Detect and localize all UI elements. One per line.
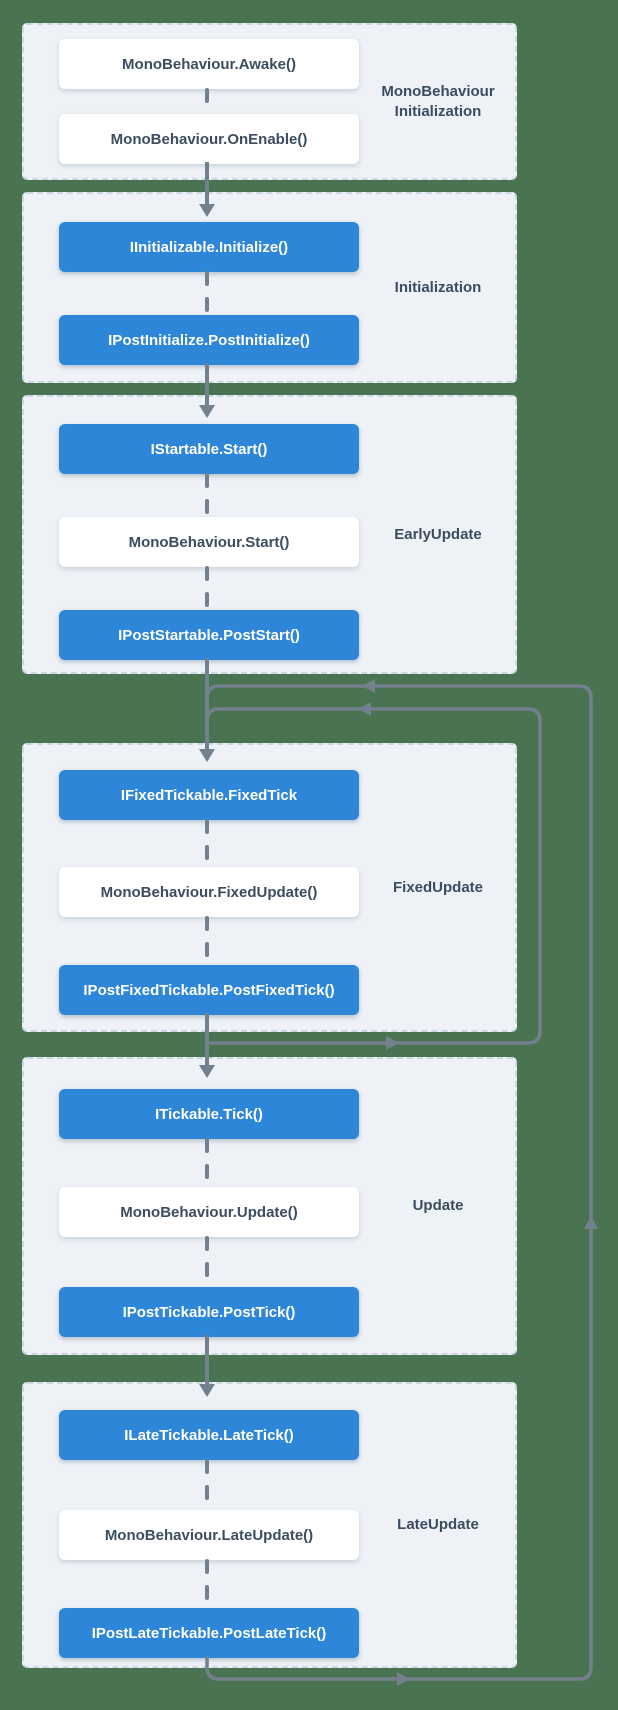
node-label: MonoBehaviour.LateUpdate() bbox=[104, 1526, 314, 1544]
node-ilatetickable-latetick: ILateTickable.LateTick() bbox=[59, 1410, 359, 1460]
section-label-lateupdate: LateUpdate bbox=[397, 1516, 479, 1533]
node-label: MonoBehaviour.Start() bbox=[128, 533, 290, 551]
node-monobehaviour-update: MonoBehaviour.Update() bbox=[59, 1187, 359, 1237]
node-label: IFixedTickable.FixedTick bbox=[120, 786, 298, 804]
node-label: ITickable.Tick() bbox=[155, 1105, 263, 1123]
node-label: MonoBehaviour.Update() bbox=[120, 1203, 298, 1221]
section-initialization: IInitializable.Initialize() IPostInitial… bbox=[22, 192, 517, 383]
node-label: IPostLateTickable.PostLateTick() bbox=[91, 1624, 327, 1642]
section-earlyupdate: IStartable.Start() MonoBehaviour.Start()… bbox=[22, 395, 517, 674]
node-label: IStartable.Start() bbox=[150, 440, 268, 458]
arrowhead-left-frameloop-return bbox=[362, 679, 375, 693]
node-label: IPostStartable.PostStart() bbox=[118, 626, 300, 644]
node-ipostfixedtickable-postfixedtick: IPostFixedTickable.PostFixedTick() bbox=[59, 965, 359, 1015]
node-label: MonoBehaviour.Awake() bbox=[122, 55, 296, 73]
arrowhead-left-fixedloop-return bbox=[358, 702, 371, 716]
section-lateupdate: ILateTickable.LateTick() MonoBehaviour.L… bbox=[22, 1382, 517, 1668]
section-label-fixedupdate: FixedUpdate bbox=[392, 878, 483, 896]
node-iposttickable-posttick: IPostTickable.PostTick() bbox=[59, 1287, 359, 1337]
node-label: IPostTickable.PostTick() bbox=[122, 1303, 296, 1321]
node-ipostlatetickable-postlatetick: IPostLateTickable.PostLateTick() bbox=[59, 1608, 359, 1658]
node-label: MonoBehaviour.OnEnable() bbox=[110, 130, 308, 148]
node-label: MonoBehaviour.FixedUpdate() bbox=[100, 883, 318, 901]
arrowhead-right-frameloop bbox=[397, 1672, 410, 1686]
section-label-initialization: Initialization bbox=[394, 278, 482, 296]
node-label: IPostFixedTickable.PostFixedTick() bbox=[83, 981, 335, 999]
node-label: ILateTickable.LateTick() bbox=[124, 1426, 294, 1444]
node-ifixedtickable-fixedtick: IFixedTickable.FixedTick bbox=[59, 770, 359, 820]
section-monobehaviour-initialization: MonoBehaviour.Awake() MonoBehaviour.OnEn… bbox=[22, 23, 517, 180]
node-iinitializable-initialize: IInitializable.Initialize() bbox=[59, 222, 359, 272]
node-label: IPostInitialize.PostInitialize() bbox=[108, 331, 310, 349]
arrowhead-up-frameloop bbox=[584, 1216, 598, 1229]
node-monobehaviour-lateupdate: MonoBehaviour.LateUpdate() bbox=[59, 1510, 359, 1560]
node-monobehaviour-start: MonoBehaviour.Start() bbox=[59, 517, 359, 567]
arrowhead-right-fixedloop bbox=[386, 1036, 399, 1050]
section-update: ITickable.Tick() MonoBehaviour.Update() … bbox=[22, 1057, 517, 1355]
node-monobehaviour-awake: MonoBehaviour.Awake() bbox=[59, 39, 359, 89]
section-label-update: Update bbox=[412, 1197, 464, 1214]
section-label-earlyupdate: EarlyUpdate bbox=[394, 525, 482, 543]
node-monobehaviour-fixedupdate: MonoBehaviour.FixedUpdate() bbox=[59, 867, 359, 917]
node-itickable-tick: ITickable.Tick() bbox=[59, 1089, 359, 1139]
node-label: IInitializable.Initialize() bbox=[129, 238, 289, 256]
section-label-monobehaviour-initialization: MonoBehaviour Initialization bbox=[381, 82, 495, 120]
node-istartable-start: IStartable.Start() bbox=[59, 424, 359, 474]
section-fixedupdate: IFixedTickable.FixedTick MonoBehaviour.F… bbox=[22, 743, 517, 1032]
node-monobehaviour-onenable: MonoBehaviour.OnEnable() bbox=[59, 114, 359, 164]
node-ipoststartable-poststart: IPostStartable.PostStart() bbox=[59, 610, 359, 660]
node-ipostinitialize-postinitialize: IPostInitialize.PostInitialize() bbox=[59, 315, 359, 365]
